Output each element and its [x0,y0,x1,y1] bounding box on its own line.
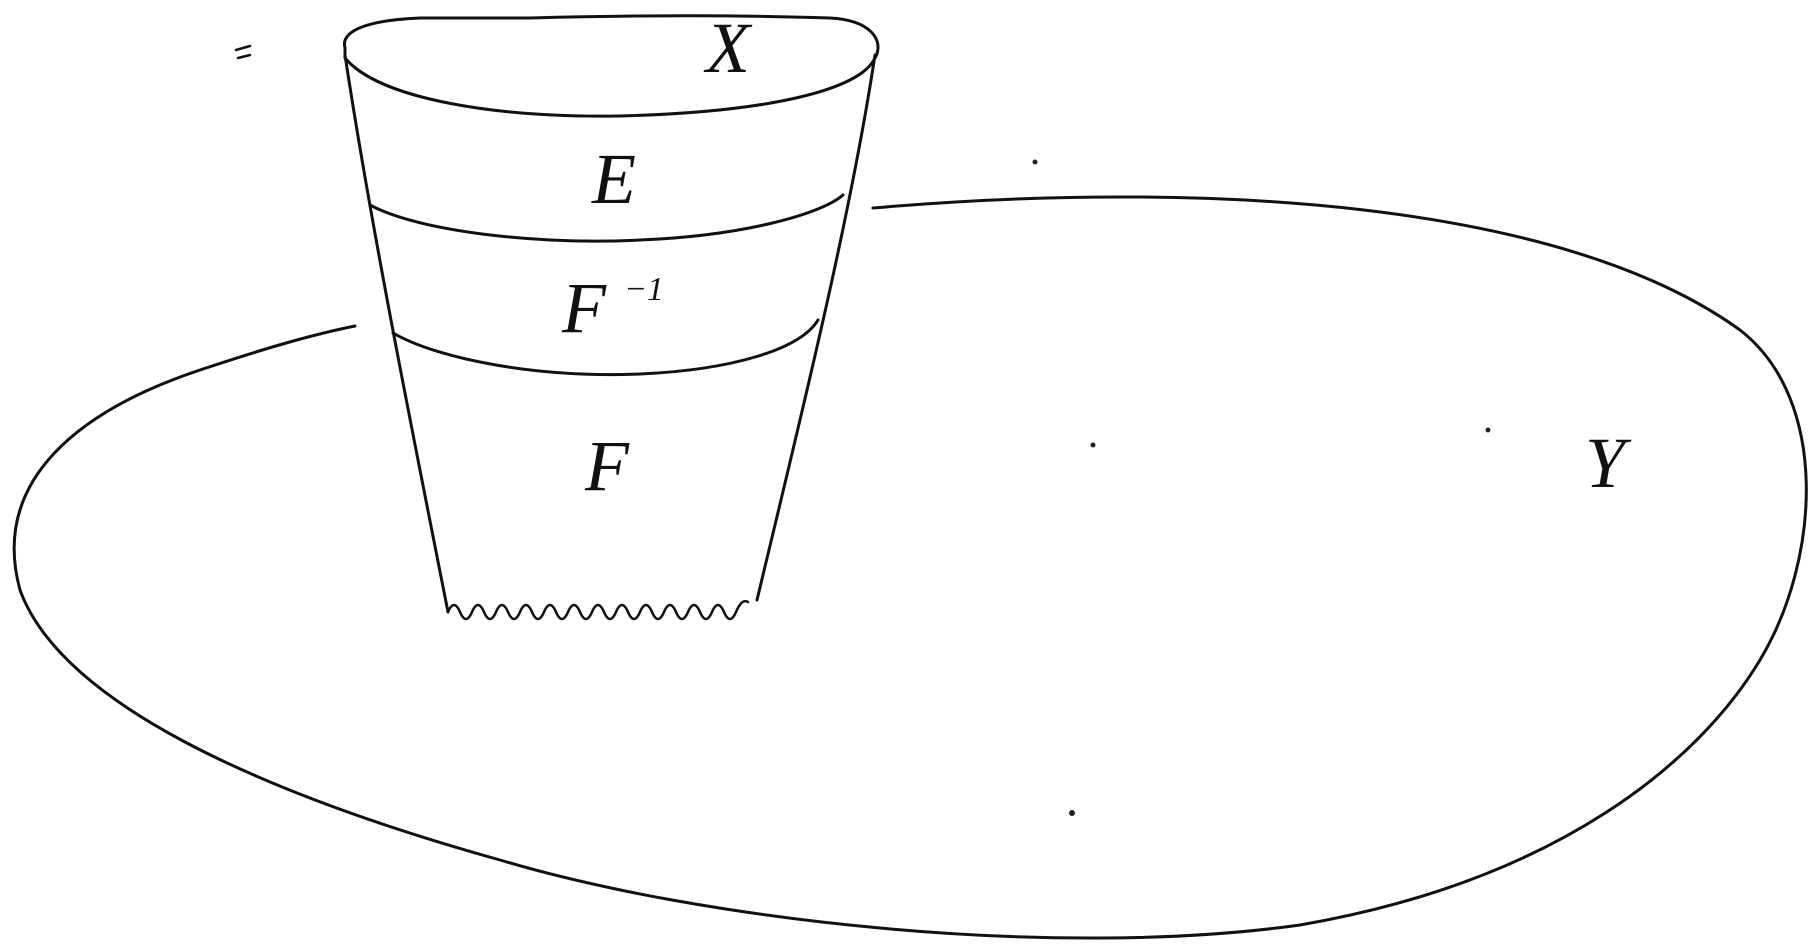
speck [1032,159,1038,165]
label-e: E [591,139,636,219]
cup-left-side [343,53,450,614]
speck [1069,810,1075,816]
speck [1485,427,1491,433]
plane-y-outline [12,195,1808,940]
cup-torn-bottom-edge [446,599,750,621]
label-y: Y [1585,423,1632,503]
band-boundary-upper [368,193,845,243]
label-f-inverse-base: F [561,268,607,348]
label-f-inverse-exponent: −1 [624,271,664,308]
speck [1090,442,1096,448]
cup-right-side [755,53,877,602]
label-f-inverse: F −1 [561,268,664,348]
band-boundary-lower [391,318,820,376]
label-x: X [703,8,753,88]
speck-mark [234,44,252,60]
cup-top-rim [343,14,880,118]
label-f: F [584,426,630,506]
